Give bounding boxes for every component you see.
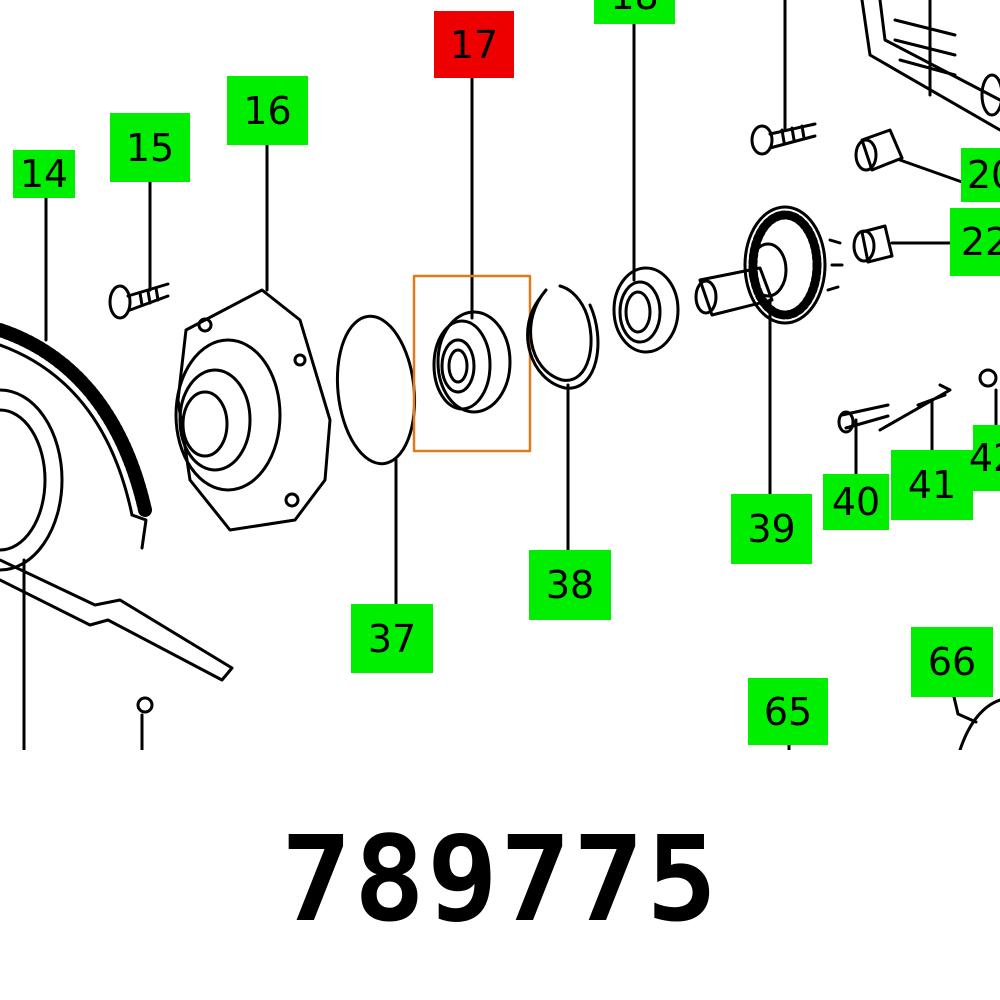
callout-22[interactable]: 22 — [950, 208, 1000, 276]
callout-42[interactable]: 42 — [969, 425, 1000, 491]
diagram-drawing — [0, 0, 1000, 750]
flange-plate-drawing — [174, 288, 332, 532]
callout-40[interactable]: 40 — [823, 474, 889, 530]
exploded-parts-diagram: 14 15 16 17 18 20 22 37 38 39404142 65 66 — [0, 0, 1000, 750]
ball-bearing-drawing — [432, 310, 512, 414]
callout-38[interactable]: 38 — [529, 550, 611, 620]
callout-65[interactable]: 65 — [748, 678, 828, 745]
part-number: 789775 — [280, 810, 720, 948]
seal-ring-drawing — [612, 266, 680, 354]
callout-66[interactable]: 66 — [911, 627, 993, 697]
top-screw-drawing — [750, 122, 817, 156]
sleeve-drawing — [852, 128, 904, 264]
callout-20[interactable]: 20 — [961, 148, 1000, 202]
callout-17[interactable]: 17 — [434, 11, 514, 78]
callout-15[interactable]: 15 — [110, 113, 190, 182]
o-ring-drawing — [335, 314, 417, 466]
callout-41[interactable]: 41 — [891, 450, 973, 520]
bottom-part-drawing — [958, 698, 1000, 750]
small-parts-drawing — [837, 368, 998, 434]
callout-37[interactable]: 37 — [351, 604, 433, 673]
callout-39[interactable]: 39 — [731, 494, 812, 564]
gear-shaft-drawing — [694, 205, 844, 325]
callout-16[interactable]: 16 — [227, 76, 308, 145]
callout-14[interactable]: 14 — [13, 150, 75, 198]
housing-drawing — [860, 0, 1000, 132]
retaining-ring-drawing — [526, 284, 600, 390]
selection-box — [412, 274, 532, 453]
screw-drawing — [108, 282, 170, 320]
callout-18[interactable]: 18 — [594, 0, 675, 24]
leader-lines — [22, 0, 998, 750]
belt-pulley-drawing — [0, 323, 234, 714]
